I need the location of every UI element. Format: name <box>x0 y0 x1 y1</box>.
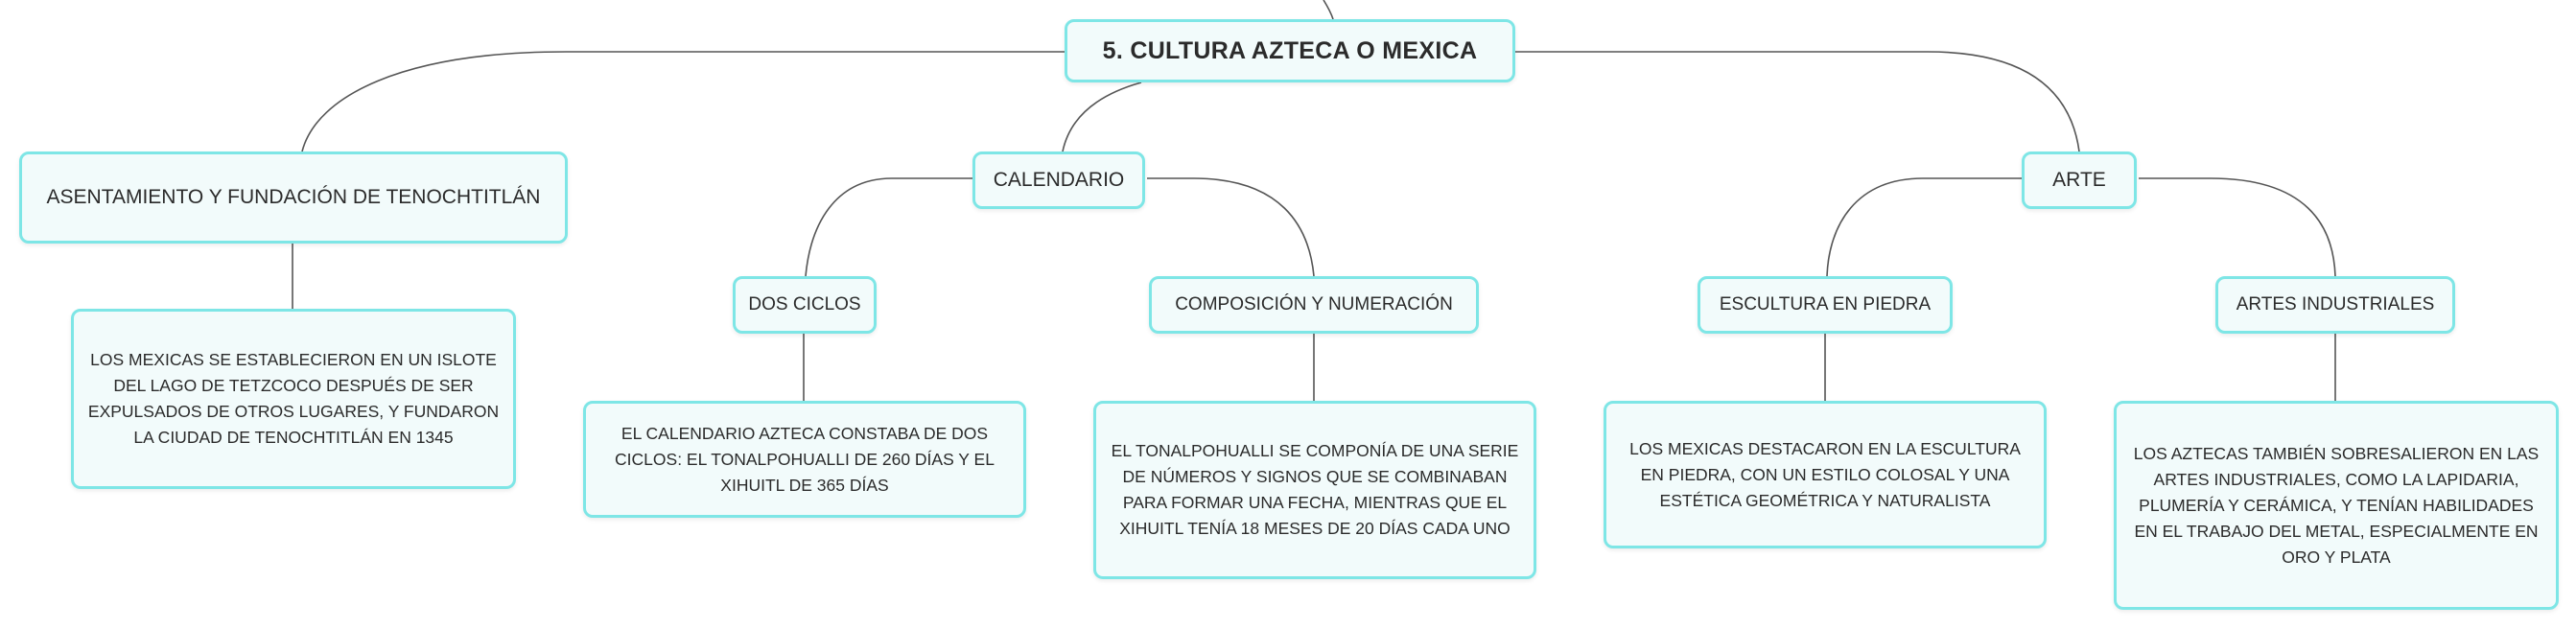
node-escultura[interactable]: ESCULTURA EN PIEDRA <box>1698 276 1953 334</box>
node-composicion-label: COMPOSICIÓN Y NUMERACIÓN <box>1175 294 1453 314</box>
node-artes-industriales[interactable]: ARTES INDUSTRIALES <box>2215 276 2455 334</box>
connector-root-calendario <box>1062 82 1142 152</box>
node-escultura-label: ESCULTURA EN PIEDRA <box>1719 294 1932 314</box>
connector-arte-escultura <box>1826 177 2024 277</box>
connector-calendario-composicion <box>1147 177 1315 277</box>
node-escultura-detail[interactable]: LOS MEXICAS DESTACARON EN LA ESCULTURA E… <box>1604 401 2047 548</box>
node-asentamiento-label: ASENTAMIENTO Y FUNDACIÓN DE TENOCHTITLÁN <box>46 186 541 208</box>
connector-arte-industriales <box>2139 177 2336 277</box>
node-asentamiento-detail-text: LOS MEXICAS SE ESTABLECIERON EN UN ISLOT… <box>87 350 500 447</box>
connector-calendario-dosciclos <box>805 177 974 277</box>
node-arte[interactable]: ARTE <box>2022 151 2137 209</box>
node-composicion-detail-text: EL TONALPOHUALLI SE COMPONÍA DE UNA SERI… <box>1111 441 1519 538</box>
node-dos-ciclos-detail-text: EL CALENDARIO AZTECA CONSTABA DE DOS CIC… <box>615 423 995 495</box>
node-composicion-detail[interactable]: EL TONALPOHUALLI SE COMPONÍA DE UNA SERI… <box>1093 401 1536 579</box>
node-dos-ciclos-label: DOS CICLOS <box>748 294 861 314</box>
node-calendario[interactable]: CALENDARIO <box>972 151 1145 209</box>
node-dos-ciclos[interactable]: DOS CICLOS <box>733 276 877 334</box>
node-composicion[interactable]: COMPOSICIÓN Y NUMERACIÓN <box>1149 276 1479 334</box>
connector-root-parent <box>1323 0 1334 20</box>
node-asentamiento-detail[interactable]: LOS MEXICAS SE ESTABLECIERON EN UN ISLOT… <box>71 309 516 489</box>
connector-root-arte <box>1512 51 2080 152</box>
node-dos-ciclos-detail[interactable]: EL CALENDARIO AZTECA CONSTABA DE DOS CIC… <box>583 401 1026 518</box>
node-asentamiento[interactable]: ASENTAMIENTO Y FUNDACIÓN DE TENOCHTITLÁN <box>19 151 568 244</box>
root-node[interactable]: 5. CULTURA AZTECA O MEXICA <box>1065 19 1515 82</box>
node-calendario-label: CALENDARIO <box>993 169 1125 191</box>
node-artes-industriales-detail[interactable]: LOS AZTECAS TAMBIÉN SOBRESALIERON EN LAS… <box>2114 401 2559 610</box>
connector-root-asentamiento <box>301 51 1066 152</box>
root-title: 5. CULTURA AZTECA O MEXICA <box>1102 36 1478 64</box>
node-arte-label: ARTE <box>2052 169 2106 191</box>
node-artes-industriales-detail-text: LOS AZTECAS TAMBIÉN SOBRESALIERON EN LAS… <box>2133 443 2540 567</box>
node-escultura-detail-text: LOS MEXICAS DESTACARON EN LA ESCULTURA E… <box>1629 438 2021 510</box>
node-artes-industriales-label: ARTES INDUSTRIALES <box>2236 294 2435 314</box>
